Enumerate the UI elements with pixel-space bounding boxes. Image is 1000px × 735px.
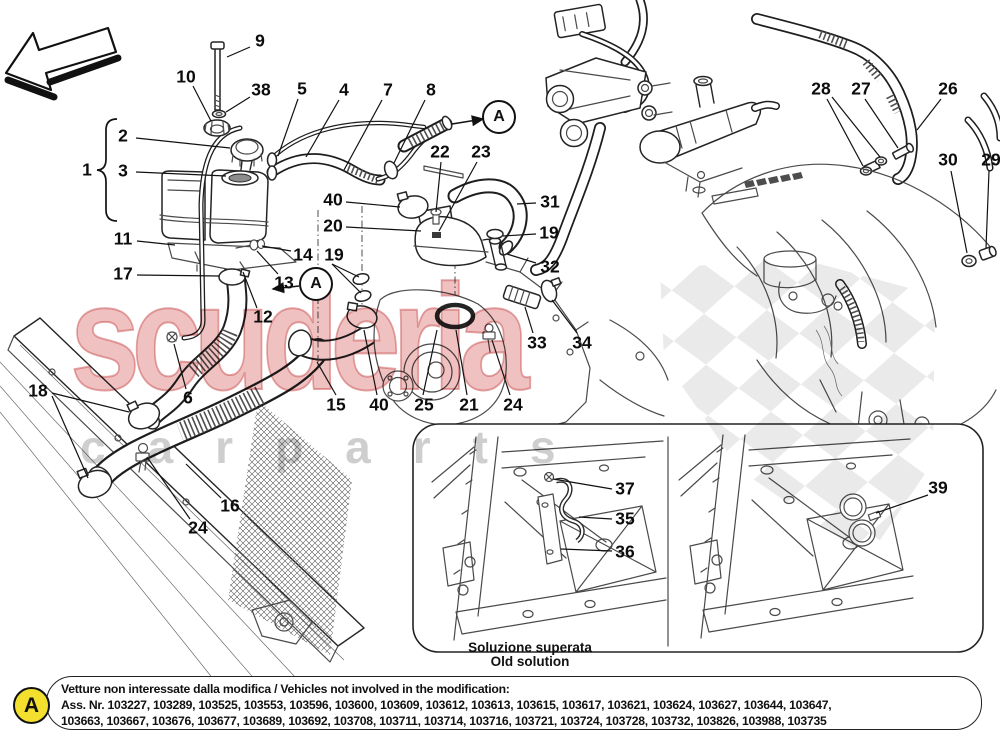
leader-line-14 [261, 245, 292, 252]
group-brace-1 [96, 118, 118, 222]
leader-line-28 [826, 98, 864, 167]
leader-line-15 [316, 361, 337, 396]
inset-caption-italian: Soluzione superata [468, 640, 592, 655]
leader-line-27 [864, 98, 899, 149]
tank-hoses-drawing [268, 115, 464, 181]
leader-line-30 [950, 170, 968, 254]
direction-arrow [4, 26, 122, 101]
leader-line-24 [146, 456, 191, 520]
coolant-reservoir-drawing [159, 41, 297, 343]
leader-line-6 [173, 343, 187, 390]
leader-line-13 [256, 250, 279, 275]
leader-line-35 [578, 516, 613, 520]
leader-line-19 [331, 263, 360, 278]
leader-line-40 [363, 329, 378, 396]
leader-line-38 [225, 96, 251, 113]
leader-line-18 [51, 392, 130, 413]
leader-line-23 [438, 161, 478, 232]
leader-line-19 [502, 233, 537, 237]
footer-assembly-numbers-2: 103663, 103667, 103676, 103677, 103689, … [61, 714, 827, 728]
leader-line-19 [331, 263, 362, 294]
radiator-drawing [0, 317, 365, 701]
chassis-frame-drawing [431, 436, 667, 641]
footer-assembly-numbers-1: Ass. Nr. 103227, 103289, 103525, 103553,… [61, 698, 832, 712]
leader-line-7 [343, 99, 383, 171]
bracket-36-drawing [537, 493, 563, 565]
leader-line-17 [136, 274, 220, 277]
leader-line-22 [435, 161, 442, 213]
leader-line-3 [135, 171, 227, 177]
aux-pump-assembly-drawing [536, 0, 915, 270]
water-pump-assembly-drawing [317, 186, 669, 431]
inset-caption: Soluzione superata Old solution [468, 641, 592, 668]
leader-line-16 [185, 463, 222, 499]
footer-modification-marker: A [13, 687, 50, 724]
view-marker-arrow-1 [271, 282, 300, 294]
leader-line-28 [831, 96, 881, 158]
leader-line-8 [393, 99, 426, 164]
leader-line-11 [136, 240, 176, 246]
leader-line-29 [985, 170, 990, 249]
drain-valve-24-drawing [135, 442, 150, 473]
sensor-24-drawing [482, 323, 496, 353]
leader-line-12 [242, 271, 258, 309]
leader-line-40 [345, 201, 401, 208]
hose-clamp-18a-drawing [126, 400, 161, 430]
leader-line-18 [51, 395, 89, 479]
leader-line-10 [192, 85, 212, 122]
inset-caption-english: Old solution [490, 653, 570, 669]
leader-line-21 [455, 329, 468, 396]
leader-line-20 [345, 226, 422, 232]
leader-line-39 [875, 494, 929, 514]
leader-line-26 [916, 98, 942, 131]
screw-37-drawing [543, 471, 555, 483]
leader-line-2 [135, 137, 231, 149]
bolt-9-drawing [210, 41, 225, 111]
leader-line-36 [560, 548, 613, 552]
leader-line-31 [516, 202, 537, 205]
leader-line-25 [422, 329, 438, 396]
fitting-6-drawing [166, 331, 178, 343]
leader-line-24 [491, 339, 511, 396]
leader-line-5 [277, 98, 299, 157]
leader-line-4 [305, 99, 340, 158]
leader-line-33 [524, 306, 534, 334]
leader-line-32 [506, 253, 537, 264]
radiator-hoses-drawing [76, 260, 378, 499]
footer-note-title: Vetture non interessate dalla modifica /… [61, 682, 510, 696]
leader-line-37 [552, 478, 613, 490]
view-marker-arrow-0 [451, 115, 485, 127]
leader-line-34 [551, 299, 578, 334]
leader-line-9 [226, 46, 251, 58]
footer-note-box: Vetture non interessate dalla modifica /… [46, 676, 982, 730]
